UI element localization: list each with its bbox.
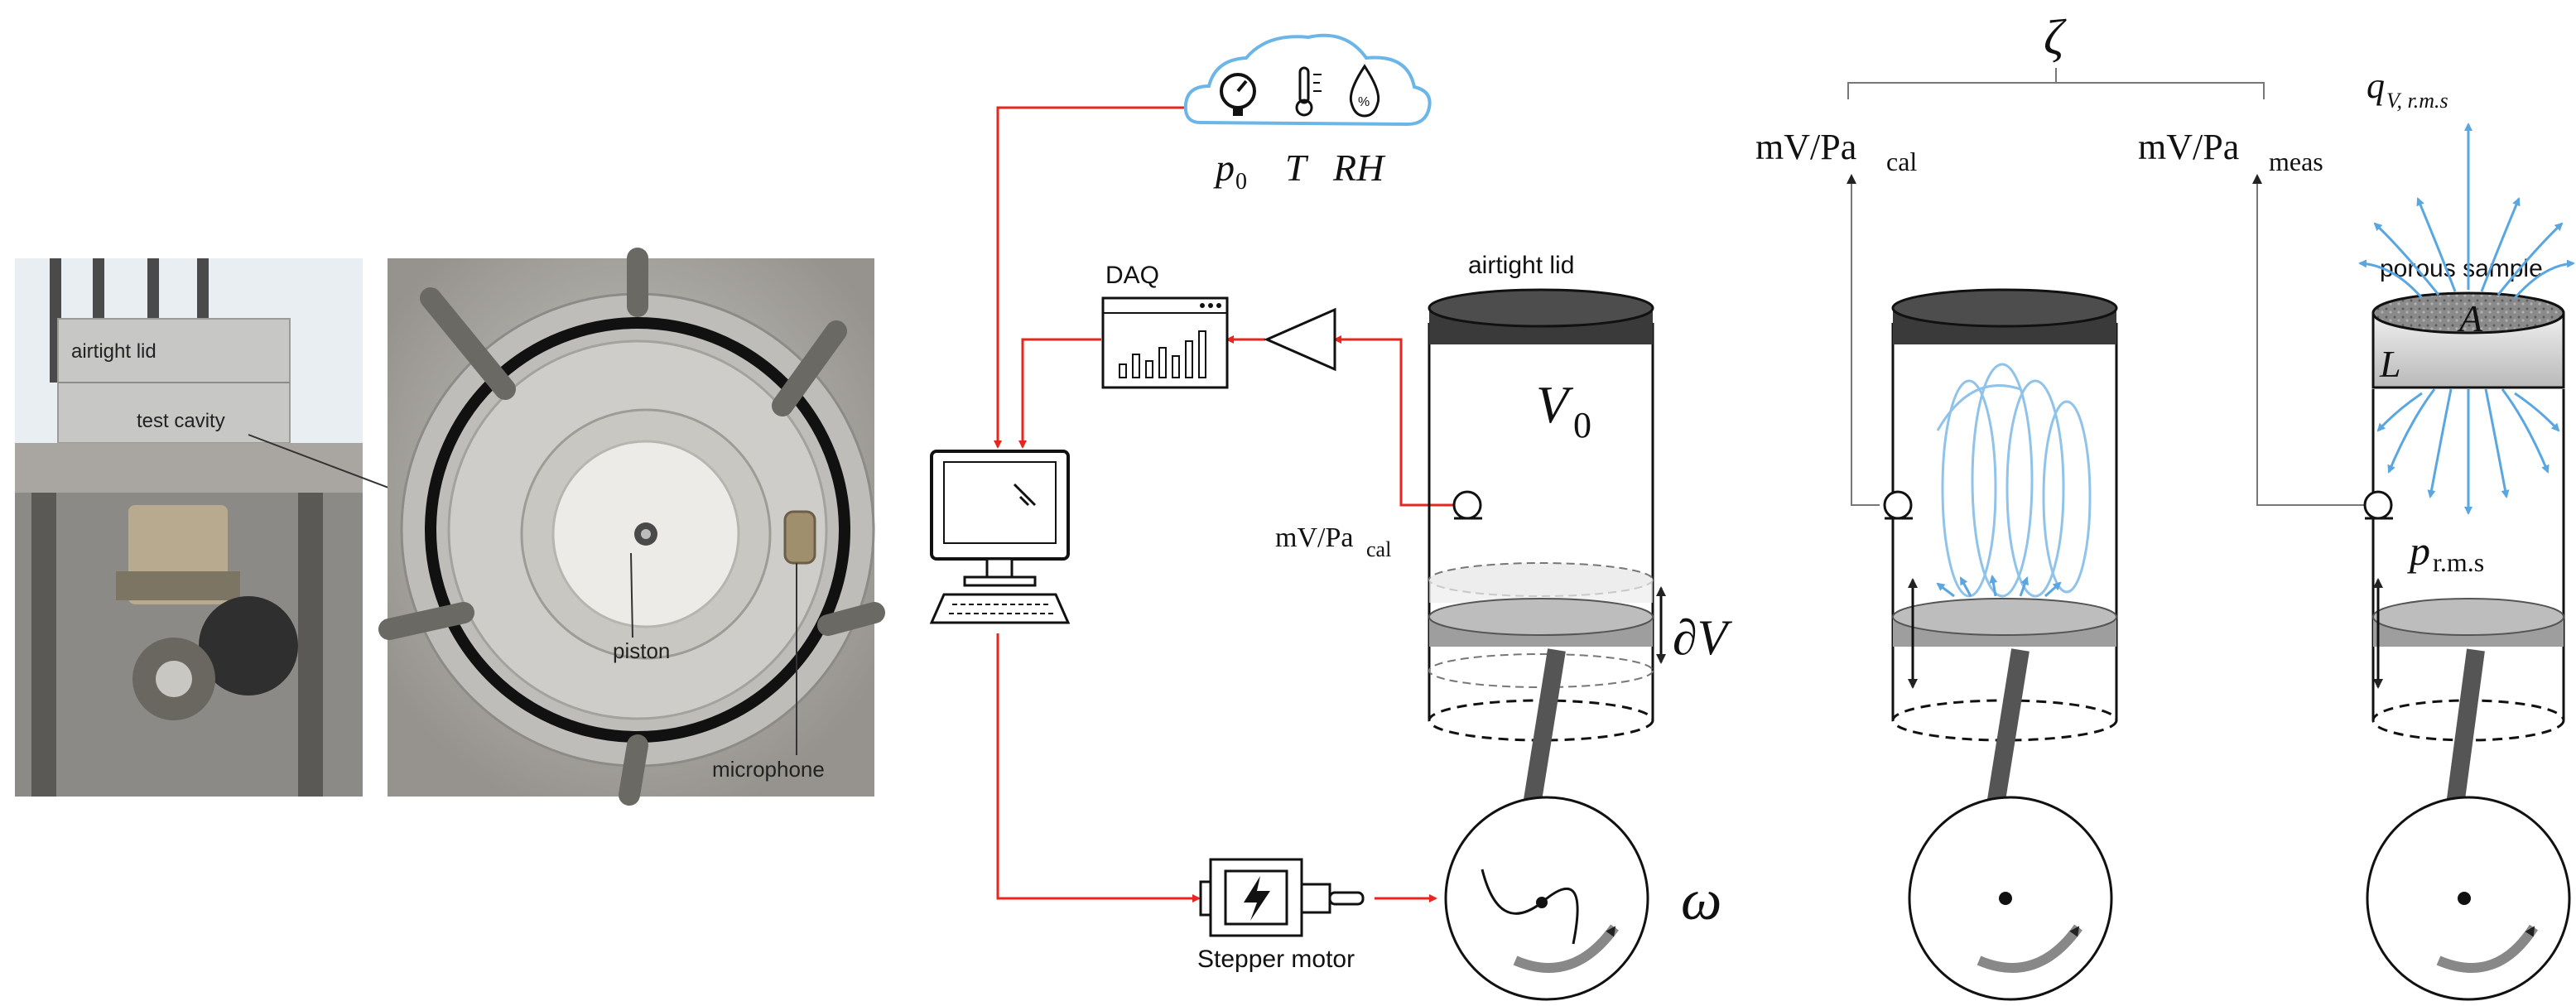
signal-lines [994, 106, 1454, 903]
label-omega: ω [1681, 869, 1721, 932]
rod [420, 287, 516, 400]
lid-cylinder [57, 318, 291, 444]
rod [817, 602, 885, 636]
label-mic-sensitivity-sub: cal [1366, 537, 1391, 561]
photo-test-rig-side: airtight lid test cavity [15, 258, 440, 797]
computer-icon [929, 450, 1071, 624]
label-mic-sensitivity: mV/Pa [1275, 522, 1353, 553]
daq-to-pc-line [1018, 338, 1101, 449]
stepper-motor-icon: Stepper motor [1197, 858, 1365, 973]
label-volume-v0-sub: 0 [1573, 405, 1591, 445]
microphone-icon [1452, 490, 1482, 520]
rotation-arrow-icon [1977, 924, 2082, 973]
airflow-arrows [1936, 575, 2062, 598]
label-microphone: microphone [712, 757, 825, 782]
microphone [783, 510, 816, 565]
microphone-icon [1883, 490, 1913, 520]
ratio-bracket: ζ mV/Pa cal mV/Pa meas [1755, 10, 2378, 506]
label-meas-sensitivity: mV/Pa [2138, 127, 2239, 167]
label-stepper-motor: Stepper motor [1197, 946, 1355, 973]
amplifier-icon [1264, 307, 1336, 372]
label-relative-humidity: RH [1332, 147, 1386, 189]
label-area: A [2457, 297, 2483, 339]
label-test-cavity: test cavity [137, 410, 225, 432]
svg-text:%: % [1358, 95, 1370, 109]
label-volume-v0: V [1536, 375, 1574, 434]
microphone-icon [2363, 490, 2393, 520]
label-zeta: ζ [2044, 10, 2067, 65]
cloud-to-pc-line [994, 106, 1191, 449]
rod [772, 320, 847, 416]
cloud-sensors: % p 0 T RH [1183, 33, 1432, 195]
label-meas-sensitivity-sub: meas [2269, 147, 2323, 176]
label-length: L [2379, 343, 2401, 385]
photo-test-rig-top: piston microphone [378, 248, 885, 806]
daq-unit: DAQ [1101, 262, 1229, 389]
label-p0-sub: 0 [1235, 169, 1247, 195]
pressure-gauge-icon [1220, 73, 1256, 116]
pc-to-motor-line [996, 633, 1201, 903]
flow-lines [2358, 123, 2575, 515]
rod [378, 602, 474, 640]
leader-line [630, 552, 633, 638]
label-airtight-lid: airtight lid [71, 340, 156, 363]
mic-to-amp-line [1333, 335, 1454, 507]
airflow-swirls [1936, 363, 2092, 598]
label-airtight-lid: airtight lid [1468, 252, 1574, 279]
label-flow-rate: q [2367, 65, 2385, 106]
label-temperature: T [1285, 147, 1309, 189]
rotation-arrow-icon [1513, 924, 1619, 973]
cylinder-calibration-setup: airtight lid V 0 mV/Pa cal ∂V ω [1275, 252, 1733, 1001]
label-pressure-sub: r.m.s [2433, 547, 2484, 577]
label-volume-change: ∂V [1673, 610, 1733, 665]
rod [619, 734, 648, 806]
label-daq: DAQ [1105, 262, 1159, 289]
rotation-arrow-icon [2436, 924, 2539, 973]
label-flow-rate-sub: V, r.m.s [2386, 89, 2448, 113]
cylinder-calibration-flow [1883, 288, 2118, 1001]
label-piston: piston [613, 638, 670, 663]
label-cal-sensitivity: mV/Pa [1755, 127, 1856, 167]
thermometer-icon [1295, 66, 1322, 117]
label-pressure: p [2407, 527, 2430, 574]
humidity-drop-icon: % [1349, 64, 1380, 118]
label-cal-sensitivity-sub: cal [1886, 147, 1917, 176]
label-porous-sample: porous sample [2380, 255, 2543, 282]
label-p0: p [1213, 147, 1235, 189]
cylinder-measurement-setup: porous sample A L q V, r.m.s p r.m.s [2358, 65, 2575, 1001]
